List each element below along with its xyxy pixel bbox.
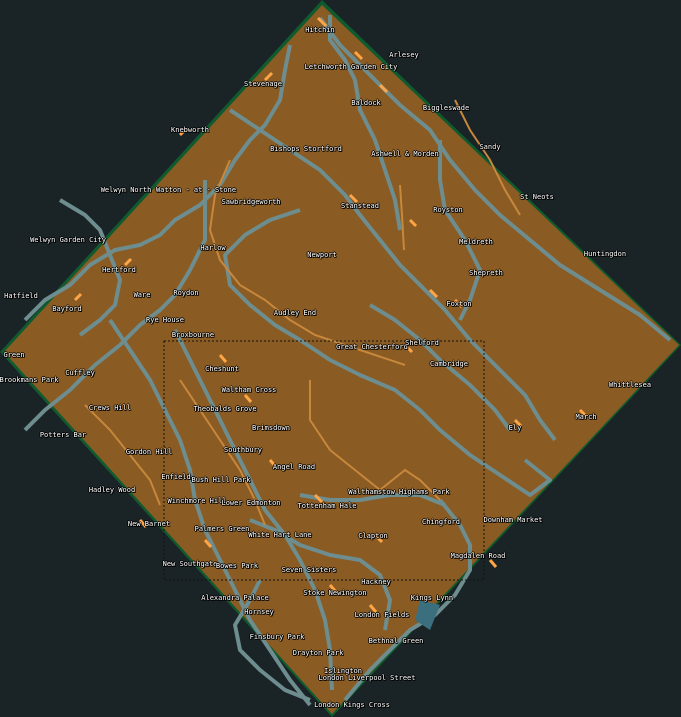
town-label[interactable]: March [575, 413, 597, 421]
town-label[interactable]: London Liverpool Street [318, 674, 416, 682]
town-label[interactable]: Hitchin [305, 26, 335, 34]
town-label[interactable]: Meldreth [459, 238, 493, 246]
town-label[interactable]: Waltham Cross [221, 386, 277, 394]
town-label[interactable]: New Southgate [162, 560, 218, 568]
town-label[interactable]: Stoke Newington [303, 589, 367, 597]
town-label[interactable]: Huntingdon [583, 250, 627, 258]
town-label[interactable]: Great Chesterford [336, 343, 408, 351]
town-label[interactable]: Ely [508, 424, 522, 432]
town-label[interactable]: Hatfield [4, 292, 38, 300]
water [415, 600, 440, 630]
town-label[interactable]: Shelford [405, 339, 439, 347]
town-label[interactable]: Letchworth Garden City [304, 63, 398, 71]
town-label[interactable]: Ware [133, 291, 151, 299]
town-label[interactable]: Welwyn North [100, 186, 152, 194]
town-label[interactable]: Tottenham Hale [297, 502, 357, 510]
town-label[interactable]: Roydon [173, 289, 199, 297]
town-label[interactable]: Royston [433, 206, 463, 214]
town-label[interactable]: Chingford [422, 518, 460, 526]
town-label[interactable]: Sawbridgeworth [221, 198, 281, 206]
town-label[interactable]: Crews Hill [88, 404, 132, 412]
town-label[interactable]: Lower Edmonton [221, 499, 281, 507]
town-label[interactable]: Bowes Park [215, 562, 259, 570]
town-label[interactable]: Hadley Wood [88, 486, 136, 494]
town-label[interactable]: Sandy [479, 143, 501, 151]
town-label[interactable]: Palmers Green [194, 525, 250, 533]
town-label[interactable]: Gordon Hill [125, 448, 173, 456]
town-label[interactable]: Whittlesea [608, 381, 652, 389]
rail-signals [73, 16, 589, 613]
town-label[interactable]: Hornsey [244, 608, 274, 616]
town-label[interactable]: Foxton [446, 300, 472, 308]
town-label[interactable]: Shepreth [469, 269, 503, 277]
town-label[interactable]: Hackney [361, 578, 391, 586]
town-label[interactable]: Downham Market [483, 516, 543, 524]
selection-box[interactable] [163, 340, 485, 581]
town-label[interactable]: Knebworth [171, 126, 209, 134]
town-label[interactable]: Stanstead [341, 202, 379, 210]
town-label[interactable]: White Hart Lane [248, 531, 312, 539]
town-label[interactable]: Audley End [273, 309, 317, 317]
town-label[interactable]: Drayton Park [292, 649, 344, 657]
town-label[interactable]: Islington [324, 667, 362, 675]
town-label[interactable]: Angel Road [272, 463, 316, 471]
town-label[interactable]: Newport [307, 251, 337, 259]
town-label[interactable]: Green [3, 351, 25, 359]
town-label[interactable]: London Kings Cross [314, 701, 390, 709]
town-label[interactable]: Ashwell & Morden [371, 150, 439, 158]
town-label[interactable]: New Barnet [127, 520, 171, 528]
town-label[interactable]: Enfield [161, 473, 191, 481]
town-label[interactable]: Cheshunt [205, 365, 239, 373]
town-label[interactable]: Welwyn Garden City [30, 236, 106, 244]
town-label[interactable]: Kings Lynn [410, 594, 454, 602]
town-label[interactable]: Cambridge [430, 360, 468, 368]
town-label[interactable]: Bishops Stortford [270, 145, 342, 153]
town-label[interactable]: Bush Hill Park [191, 476, 251, 484]
town-label[interactable]: Finsbury Park [249, 633, 305, 641]
town-label[interactable]: Southbury [224, 446, 262, 454]
town-label[interactable]: Theobalds Grove [193, 405, 257, 413]
town-label[interactable]: Rye House [146, 316, 184, 324]
town-label[interactable]: Brimsdown [252, 424, 290, 432]
rail-network[interactable] [23, 15, 672, 707]
town-label[interactable]: Arlesey [389, 51, 419, 59]
town-label[interactable]: Clapton [358, 532, 388, 540]
town-label[interactable]: Walthamstow Highams Park [348, 488, 450, 496]
rail-network-light [84, 99, 521, 526]
town-label[interactable]: Brookmans Park [0, 376, 59, 384]
town-label[interactable]: Biggleswade [422, 104, 470, 112]
town-label[interactable]: Cuffley [65, 369, 95, 377]
town-label[interactable]: Broxbourne [171, 331, 215, 339]
town-label[interactable]: Winchmore Hill [167, 497, 227, 505]
town-label[interactable]: Stevenage [244, 80, 282, 88]
town-label[interactable]: Potters Bar [39, 431, 87, 439]
town-label[interactable]: London Fields [354, 611, 410, 619]
town-label[interactable]: Seven Sisters [281, 566, 337, 574]
town-label[interactable]: Harlow [200, 244, 226, 252]
town-label[interactable]: Bethnal Green [368, 637, 424, 645]
town-label[interactable]: Bayford [52, 305, 82, 313]
town-label[interactable]: Hertford [102, 266, 136, 274]
town-label[interactable]: Baldock [351, 99, 381, 107]
map-land[interactable] [4, 5, 679, 714]
town-label[interactable]: Watton - at - Stone [155, 186, 237, 194]
town-label[interactable]: Alexandra Palace [201, 594, 269, 602]
town-label[interactable]: St Neots [520, 193, 554, 201]
town-label[interactable]: Magdalen Road [450, 552, 506, 560]
